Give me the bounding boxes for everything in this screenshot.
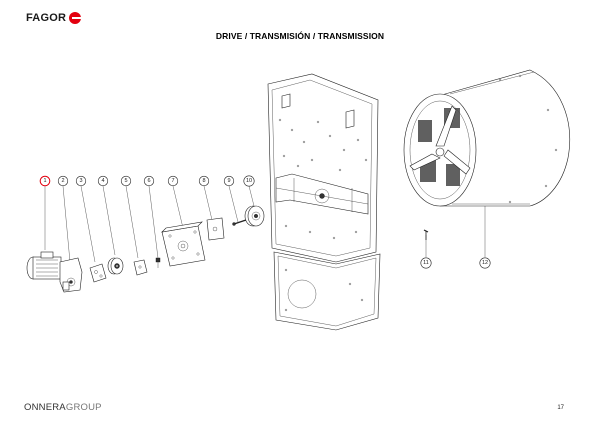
pin-part xyxy=(232,219,247,226)
onnera-logo-sub: GROUP xyxy=(65,402,102,413)
fagor-logo: FAGOR xyxy=(26,10,82,26)
fagor-logo-text: FAGOR xyxy=(26,12,67,24)
screw-part xyxy=(423,229,429,240)
callout-7-label: 7 xyxy=(171,178,174,184)
page-title: DRIVE / TRANSMISIÓN / TRANSMISSION xyxy=(215,31,385,41)
mount-plate-part xyxy=(161,221,206,267)
bolt-part xyxy=(155,257,161,268)
callout-4-label: 4 xyxy=(101,178,104,184)
back-panel-lower-part xyxy=(273,251,381,331)
callout-4: 4 xyxy=(97,175,109,187)
back-panel-upper-part xyxy=(267,73,379,263)
callout-5: 5 xyxy=(120,175,132,187)
drum-part xyxy=(403,69,570,207)
square-plate-part xyxy=(206,217,225,241)
callout-2-label: 2 xyxy=(61,178,64,184)
callout-11-label: 11 xyxy=(423,260,429,266)
callout-1-label: 1 xyxy=(43,178,46,184)
callout-3: 3 xyxy=(75,175,87,187)
callout-11: 11 xyxy=(420,257,432,269)
small-plate-part xyxy=(133,259,148,276)
callout-7: 7 xyxy=(167,175,179,187)
callout-12: 12 xyxy=(479,257,491,269)
callout-2: 2 xyxy=(57,175,69,187)
callout-6-label: 6 xyxy=(147,178,150,184)
fagor-logo-mark-icon xyxy=(69,12,82,24)
onnera-group-logo: ONNERAGROUP xyxy=(24,402,102,413)
callout-9-label: 9 xyxy=(227,178,230,184)
callout-10: 10 xyxy=(243,175,255,187)
page-number: 17 xyxy=(557,405,564,411)
callout-8-label: 8 xyxy=(202,178,205,184)
callout-12-label: 12 xyxy=(482,260,488,266)
callout-1: 1 xyxy=(39,175,51,187)
bearing-part xyxy=(107,257,124,275)
bracket-part xyxy=(89,263,107,283)
onnera-logo-main: ONNERA xyxy=(24,402,66,413)
callout-3-label: 3 xyxy=(79,178,82,184)
callout-10-label: 10 xyxy=(246,178,252,184)
callout-8: 8 xyxy=(198,175,210,187)
callout-6: 6 xyxy=(143,175,155,187)
bearing-housing-part xyxy=(244,205,265,227)
callout-9: 9 xyxy=(223,175,235,187)
callout-5-label: 5 xyxy=(124,178,127,184)
motor-part xyxy=(26,251,83,293)
leader-lines xyxy=(44,185,486,263)
